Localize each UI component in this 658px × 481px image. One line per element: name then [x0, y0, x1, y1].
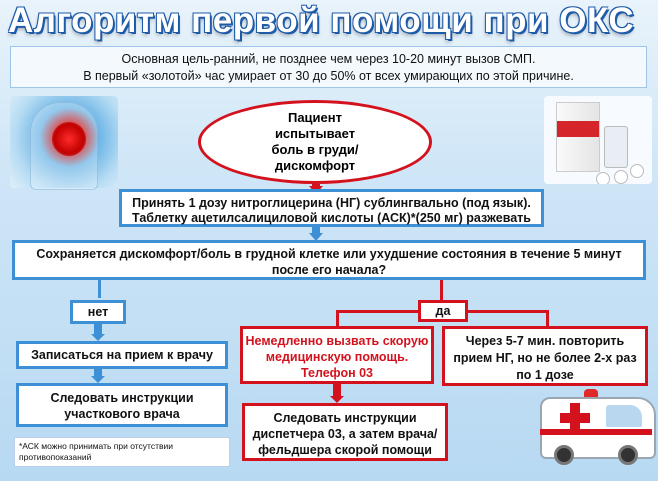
branch-no-label: нет [70, 300, 126, 324]
branch-yes-label: да [418, 300, 468, 322]
footnote-line-2: противопоказаний [19, 452, 92, 462]
ambulance-window [606, 405, 642, 427]
repeat-line-3: по 1 дозе [516, 368, 574, 382]
arrow-down-icon [91, 376, 105, 383]
emergency-line-2: медицинскую помощь. [265, 350, 409, 364]
follow-line-1: Следовать инструкции [273, 411, 417, 425]
intro-box: Основная цель-ранний, не позднее чем чер… [10, 46, 647, 88]
arrow-shaft [94, 324, 102, 336]
wheel-icon [554, 445, 574, 465]
step-book-doctor: Записаться на прием к врачу [16, 341, 228, 369]
no-step2-line-1: Следовать инструкции [50, 391, 194, 405]
step1-line-1: Принять 1 дозу нитроглицерина (НГ) субли… [132, 196, 531, 210]
start-line-3: дискомфорт [274, 158, 356, 173]
repeat-line-1: Через 5-7 мин. повторить [465, 334, 625, 348]
chest-heart-illustration [10, 96, 118, 190]
no-step2-line-2: участкового врача [64, 407, 180, 421]
footnote-line-1: *АСК можно принимать при отсутствии [19, 441, 174, 451]
step-follow-dispatcher: Следовать инструкции диспетчера 03, а за… [242, 403, 448, 461]
footnote: *АСК можно принимать при отсутствии прот… [14, 437, 230, 467]
medicine-box-icon [556, 102, 600, 172]
question-line-2: после его начала? [271, 263, 387, 277]
intro-line-1: Основная цель-ранний, не позднее чем чер… [121, 52, 536, 66]
arrow-down-icon [330, 396, 344, 403]
step-call-ambulance: Немедленно вызвать скорую медицинскую по… [240, 326, 434, 384]
arrow-down-icon [309, 233, 323, 241]
pill-bottle-icon [604, 126, 628, 168]
question-line-1: Сохраняется дискомфорт/боль в грудной кл… [36, 247, 622, 261]
ambulance-icon [540, 383, 656, 473]
heart-icon [52, 122, 86, 156]
red-cross-icon [560, 403, 590, 433]
connector-yes-left [336, 310, 418, 313]
step1-line-2: Таблетку ацетилсалициловой кислоты (АСК)… [132, 211, 531, 225]
step-follow-local-doctor: Следовать инструкции участкового врача [16, 383, 228, 427]
step-repeat-nitroglycerin: Через 5-7 мин. повторить прием НГ, но не… [442, 326, 648, 386]
start-line-1: Пациент испытывает [274, 110, 356, 141]
start-node: Пациент испытывает боль в груди/ дискомф… [198, 100, 432, 184]
ambulance-stripe [540, 429, 652, 435]
step-take-nitroglycerin: Принять 1 дозу нитроглицерина (НГ) субли… [119, 189, 544, 227]
follow-line-3: фельдшера скорой помощи [258, 443, 432, 457]
question-box: Сохраняется дискомфорт/боль в грудной кл… [12, 240, 646, 280]
start-line-2: боль в груди/ [271, 142, 359, 157]
emergency-line-3: Телефон 03 [300, 366, 374, 380]
pill-icon [614, 170, 628, 184]
arrow-shaft [94, 369, 102, 378]
arrow-down-icon [91, 334, 105, 341]
siren-icon [584, 389, 598, 399]
arrow-shaft [333, 384, 341, 398]
wheel-icon [618, 445, 638, 465]
connector-yes-right-down [546, 310, 549, 326]
connector-yes [440, 280, 443, 300]
follow-line-2: диспетчера 03, а затем врача/ [252, 427, 438, 441]
arrow-shaft [312, 227, 320, 235]
intro-line-2: В первый «золотой» час умирает от 30 до … [83, 69, 574, 83]
pill-icon [596, 172, 610, 184]
connector-yes-left-down [336, 310, 339, 326]
connector-yes-right [468, 310, 548, 313]
connector-no [98, 280, 101, 298]
nitroglycerin-pills-illustration [544, 96, 652, 184]
page-title: Алгоритм первой помощи при ОКС [8, 1, 635, 40]
pill-icon [630, 164, 644, 178]
repeat-line-2: прием НГ, но не более 2-х раз [453, 351, 637, 365]
emergency-line-1: Немедленно вызвать скорую [245, 334, 429, 348]
